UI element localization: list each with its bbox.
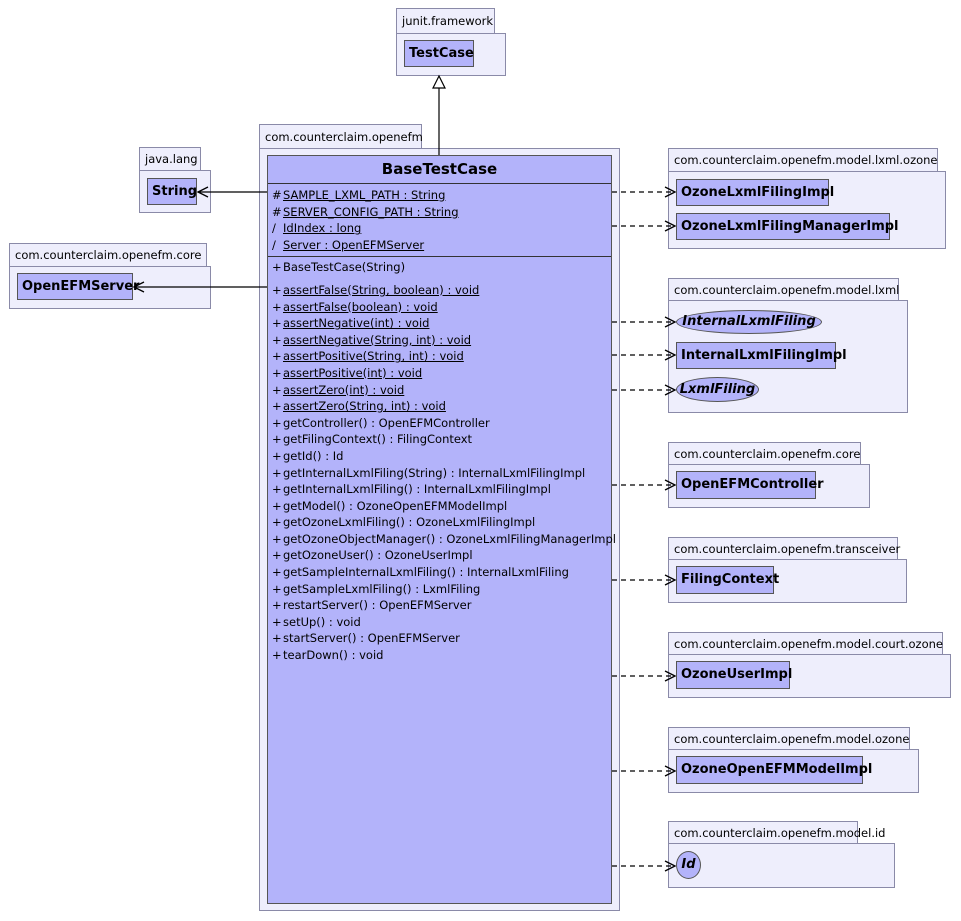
method-row: +assertFalse(String, boolean) : void <box>272 282 480 297</box>
class-filingcontext[interactable]: FilingContext <box>676 566 779 594</box>
class-openefmcontroller[interactable]: OpenEFMController <box>676 471 824 499</box>
package-tab-junit-framework: junit.framework <box>396 8 495 34</box>
class-openefmserver[interactable]: OpenEFMServer <box>17 273 139 300</box>
method-row: +getSampleInternalLxmlFiling() : Interna… <box>272 565 569 580</box>
package-tab-core-right: com.counterclaim.openefm.core <box>668 442 861 466</box>
method-row: +getSampleLxmlFiling() : LxmlFiling <box>272 581 481 596</box>
method-row: +startServer() : OpenEFMServer <box>272 631 460 646</box>
method-row: +restartServer() : OpenEFMServer <box>272 598 472 613</box>
class-ozonelxmlfilingmanagerimpl[interactable]: OzoneLxmlFilingManagerImpl <box>676 213 899 240</box>
method-row: +getModel() : OzoneOpenEFMModelImpl <box>272 498 508 513</box>
method-row: +getInternalLxmlFiling(String) : Interna… <box>272 465 586 480</box>
method-row: +getOzoneUser() : OzoneUserImpl <box>272 548 473 563</box>
method-row: +assertFalse(boolean) : void <box>272 299 438 314</box>
method-row: +getController() : OpenEFMController <box>272 415 490 430</box>
attribute-row: /IdIndex : long <box>272 221 362 236</box>
attribute-row: #SERVER_CONFIG_PATH : String <box>272 204 459 219</box>
class-ozoneopenefmmodelimpl[interactable]: OzoneOpenEFMModelImpl <box>676 756 872 784</box>
method-row: +getFilingContext() : FilingContext <box>272 432 473 447</box>
method-row: +assertNegative(String, int) : void <box>272 332 472 347</box>
class-ozoneuserimpl[interactable]: OzoneUserImpl <box>676 661 792 689</box>
method-row: +getId() : Id <box>272 448 344 463</box>
interface-id[interactable]: Id <box>676 851 701 879</box>
method-row: +getInternalLxmlFiling() : InternalLxmlF… <box>272 482 551 497</box>
generalization-arrowhead <box>432 74 446 89</box>
interface-lxmlfiling[interactable]: LxmlFiling <box>676 377 759 402</box>
operations-compartment: +BaseTestCase(String) +assertFalse(Strin… <box>268 257 616 667</box>
package-tab-model-ozone: com.counterclaim.openefm.model.ozone <box>668 727 910 751</box>
attribute-row: /Server : OpenEFMServer <box>272 237 425 252</box>
package-tab-lxml: com.counterclaim.openefm.model.lxml <box>668 278 899 302</box>
attribute-row: #SAMPLE_LXML_PATH : String <box>272 188 446 202</box>
package-court-ozone <box>668 654 951 698</box>
method-row: +assertPositive(int) : void <box>272 365 423 380</box>
method-list: +assertFalse(String, boolean) : void +ass… <box>272 282 616 664</box>
package-tab-transceiver: com.counterclaim.openefm.transceiver <box>668 537 900 561</box>
method-row: +getOzoneObjectManager() : OzoneLxmlFili… <box>272 531 616 546</box>
class-internallxmlfilingimpl[interactable]: InternalLxmlFilingImpl <box>676 342 847 369</box>
method-row: +assertPositive(String, int) : void <box>272 349 464 364</box>
class-string[interactable]: String <box>147 178 197 205</box>
method-row: +assertZero(String, int) : void <box>272 399 446 414</box>
method-row: +assertNegative(int) : void <box>272 316 430 331</box>
class-basetestcase-name: BaseTestCase <box>381 160 498 178</box>
attributes-compartment: #SAMPLE_LXML_PATH : String #SERVER_CONFI… <box>268 184 611 256</box>
class-ozonelxmlfilingimpl[interactable]: OzoneLxmlFilingImpl <box>676 179 834 206</box>
class-testcase[interactable]: TestCase <box>404 40 474 67</box>
package-tab-lxml-ozone: com.counterclaim.openefm.model.lxml.ozon… <box>668 148 938 172</box>
method-row: +tearDown() : void <box>272 648 384 663</box>
method-row: +getOzoneLxmlFiling() : OzoneLxmlFilingI… <box>272 515 536 530</box>
method-row: +assertZero(int) : void <box>272 382 405 397</box>
constructor-row: +BaseTestCase(String) <box>272 260 406 275</box>
method-row: +setUp() : void <box>272 614 361 629</box>
class-basetestcase[interactable]: BaseTestCase #SAMPLE_LXML_PATH : String … <box>267 155 616 904</box>
interface-internallxmlfiling[interactable]: InternalLxmlFiling <box>676 310 822 334</box>
package-tab-court-ozone: com.counterclaim.openefm.model.court.ozo… <box>668 632 943 656</box>
package-tab-openefm: com.counterclaim.openefm <box>259 124 423 149</box>
package-model-id <box>668 843 895 888</box>
